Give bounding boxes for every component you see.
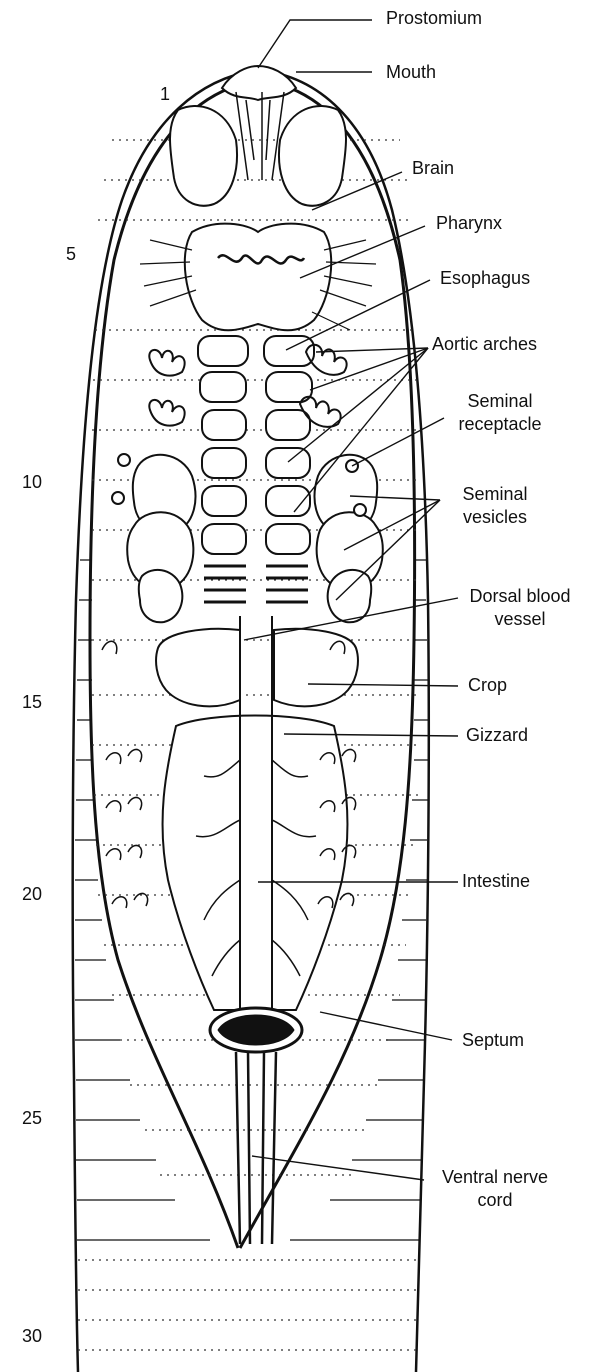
label-dorsal-blood-vessel-line2: vessel: [458, 609, 582, 630]
label-seminal-vesicles-line2: vesicles: [440, 507, 550, 528]
segment-number-10: 10: [22, 472, 42, 493]
label-prostomium: Prostomium: [386, 8, 482, 29]
vessel-bands: [204, 566, 308, 602]
prostomium: [222, 66, 296, 100]
label-gizzard: Gizzard: [466, 725, 528, 746]
label-brain: Brain: [412, 158, 454, 179]
esophagus: [198, 336, 314, 554]
label-aortic-arches: Aortic arches: [432, 334, 537, 355]
ventral-nerve-cord: [236, 1052, 276, 1244]
seminal-vesicles: [127, 455, 383, 622]
prostomium-leader: [258, 20, 372, 68]
brain-right: [279, 106, 346, 206]
posterior-segments: [78, 1260, 420, 1350]
label-pharynx: Pharynx: [436, 213, 502, 234]
septum-leader: [320, 1012, 452, 1040]
label-esophagus: Esophagus: [440, 268, 530, 289]
segment-number-1: 1: [160, 84, 170, 105]
segment-number-30: 30: [22, 1326, 42, 1347]
label-ventral-nerve-cord-line1: Ventral nerve: [424, 1167, 566, 1188]
label-ventral-nerve-cord-line2: cord: [424, 1190, 566, 1211]
brain-left: [170, 106, 237, 206]
mouth: [236, 92, 284, 180]
label-dorsal-blood-vessel-line1: Dorsal blood: [458, 586, 582, 607]
segment-number-15: 15: [22, 692, 42, 713]
label-seminal-vesicles-line1: Seminal: [440, 484, 550, 505]
crop: [156, 629, 240, 707]
label-seminal-receptacle-line1: Seminal: [440, 391, 560, 412]
label-mouth: Mouth: [386, 62, 436, 83]
segment-number-20: 20: [22, 884, 42, 905]
label-septum: Septum: [462, 1030, 524, 1051]
pharynx: [185, 224, 331, 331]
aortic-arches-leader-3: [288, 348, 428, 462]
segment-number-25: 25: [22, 1108, 42, 1129]
label-crop: Crop: [468, 675, 507, 696]
label-intestine: Intestine: [462, 871, 530, 892]
segment-number-5: 5: [66, 244, 76, 265]
label-seminal-receptacle-line2: receptacle: [440, 414, 560, 435]
